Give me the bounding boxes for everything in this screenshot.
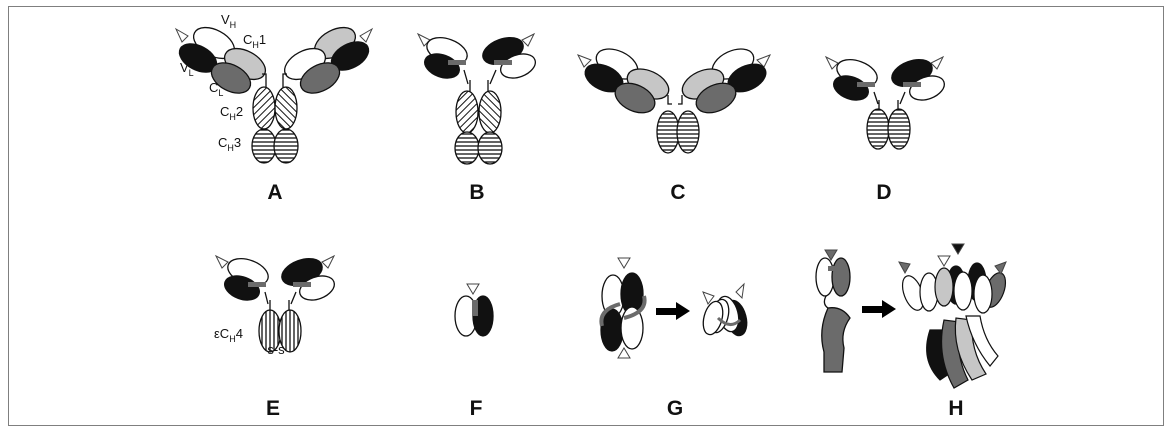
linker: [293, 282, 311, 287]
antigen-site-marker: [736, 284, 744, 298]
fc-fusion-domain: [822, 308, 850, 372]
antigen-site-marker: [995, 262, 1006, 274]
panel-b: B: [418, 33, 539, 204]
antigen-site-marker: [360, 29, 372, 42]
vl-domain: [816, 258, 834, 296]
vl-domain: [954, 272, 972, 310]
disulfide-bond-label: s-s: [267, 342, 285, 357]
ch3-domain: [888, 109, 910, 149]
ch2-label: CH2: [220, 104, 243, 122]
ch3-domain: [252, 129, 276, 163]
ech4-label: εCH4: [214, 326, 243, 344]
panel-label: E: [266, 397, 280, 420]
linker: [248, 282, 266, 287]
vl-domain: [935, 268, 953, 306]
antigen-site-marker: [578, 55, 591, 67]
ch3-domain: [478, 132, 502, 164]
antigen-site-marker: [176, 29, 188, 42]
panel-label: G: [667, 397, 683, 420]
ch2-domain: [253, 87, 275, 129]
hinge-region: [265, 292, 296, 312]
antigen-site-marker: [467, 284, 479, 294]
ch3-domain: [867, 109, 889, 149]
arrow-icon: [656, 302, 690, 320]
panel-h-multimer: H: [816, 244, 1010, 420]
antigen-site-marker: [899, 262, 910, 273]
ch1-label: CH1: [243, 32, 266, 50]
panel-label: H: [948, 397, 963, 420]
vh-label: VH: [221, 12, 236, 30]
antigen-site-marker: [938, 256, 950, 266]
linker: [824, 296, 828, 308]
linker: [472, 300, 478, 316]
antigen-site-marker: [618, 258, 630, 268]
panel-d: D: [826, 55, 948, 204]
hinge-region: [874, 92, 905, 110]
panel-g-diabody: G: [601, 258, 750, 420]
panel-label: A: [267, 181, 282, 204]
antigen-site-marker: [522, 34, 534, 46]
panel-e-ige: s-s εCH4 E: [214, 254, 338, 420]
panel-label: B: [469, 181, 484, 204]
hinge-region: [668, 95, 682, 104]
linker: [903, 82, 921, 87]
antigen-site-marker: [931, 57, 943, 69]
linker: [828, 266, 838, 271]
ch3-label: CH3: [218, 135, 241, 153]
antigen-site-marker: [826, 57, 838, 69]
antigen-site-marker: [618, 348, 630, 358]
ch3-domain: [677, 111, 699, 153]
ch3-domain: [657, 111, 679, 153]
ch2-domain: [479, 91, 501, 133]
linker: [448, 60, 466, 65]
vl-domain: [974, 275, 992, 313]
linker: [494, 60, 512, 65]
panel-a-igg: VH VL CH1 CL CH2 CH3 A: [175, 12, 374, 204]
ch2-domain: [456, 91, 478, 133]
antigen-site-marker: [952, 244, 964, 254]
panel-c: C: [578, 43, 770, 204]
antigen-site-marker: [322, 256, 334, 268]
antigen-site-marker: [216, 256, 228, 268]
ch3-domain: [274, 129, 298, 163]
panel-label: C: [670, 181, 685, 204]
panel-label: D: [876, 181, 891, 204]
vh-domain: [832, 258, 850, 296]
panel-label: F: [470, 397, 483, 420]
arrow-icon: [862, 300, 896, 318]
ch3-domain: [455, 132, 479, 164]
linker: [857, 82, 875, 87]
ch2-domain: [275, 87, 297, 129]
panel-f-fv: F: [455, 284, 493, 420]
